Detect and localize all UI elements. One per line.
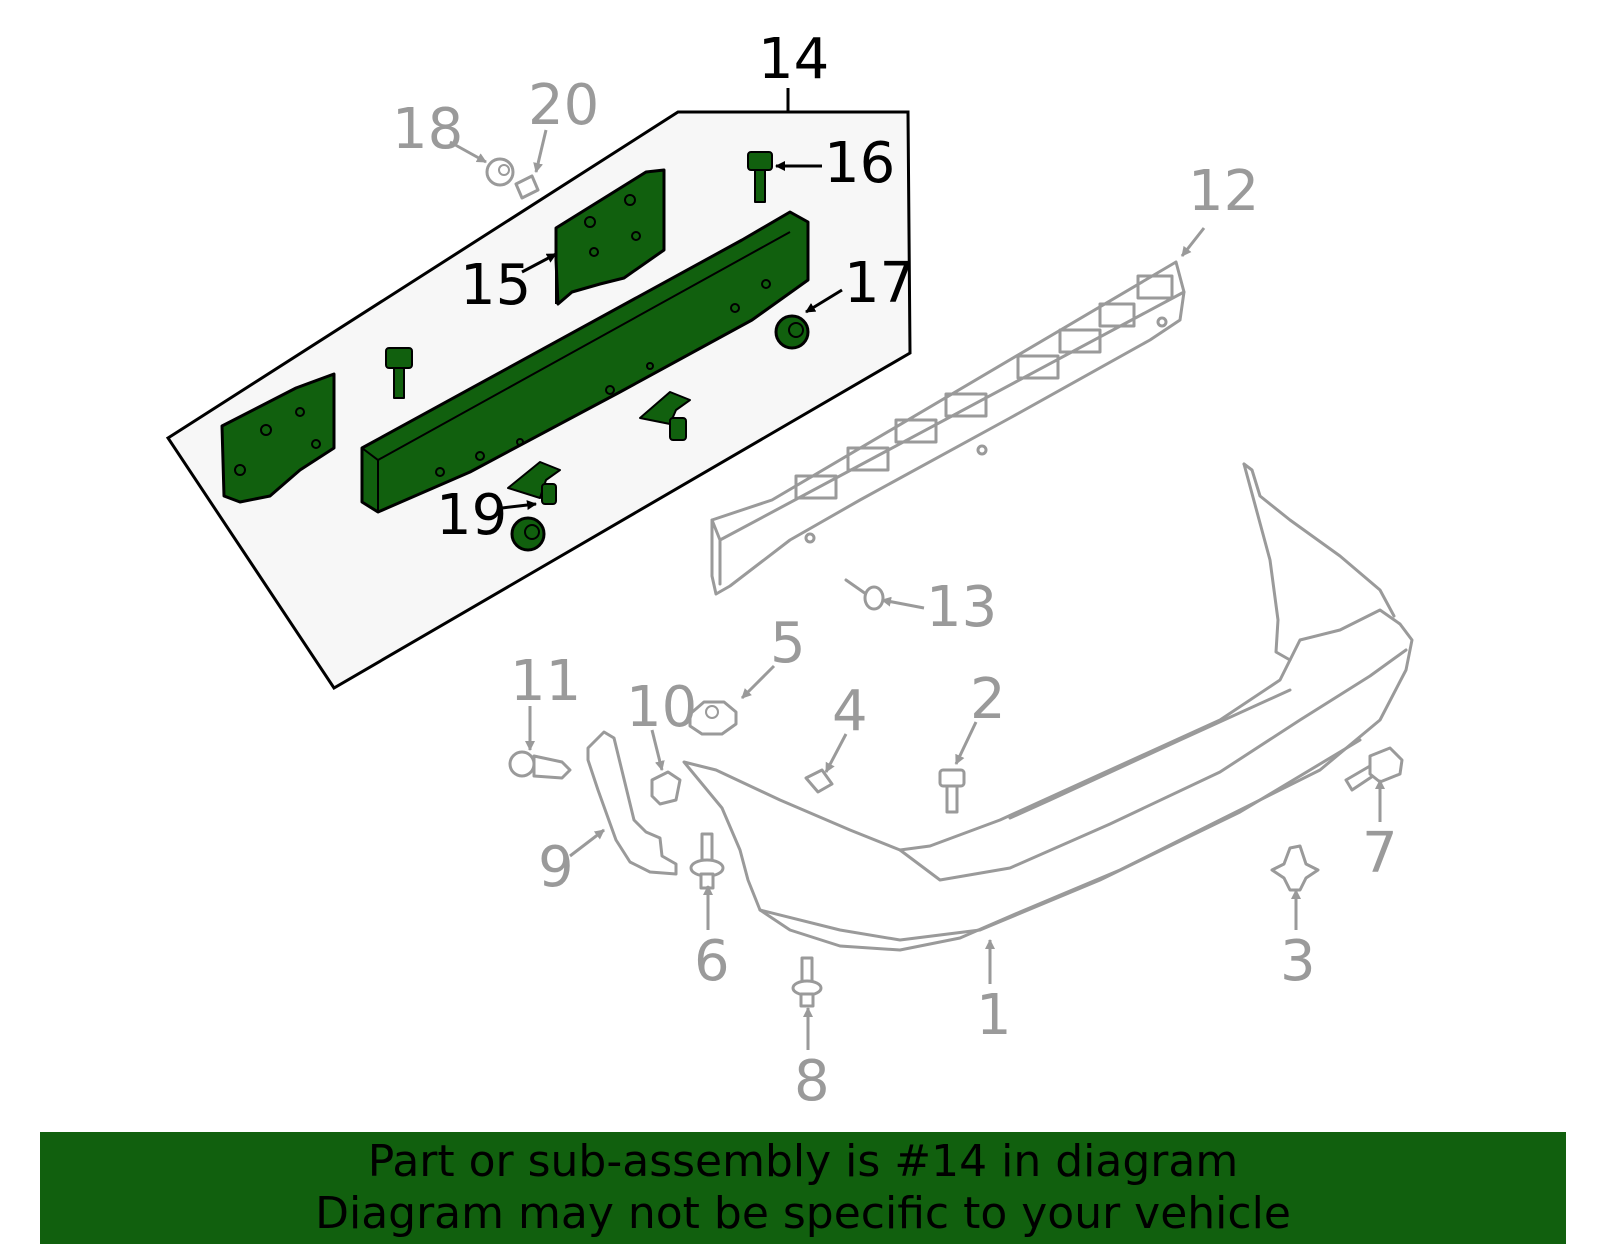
bracket-left-icon	[220, 372, 336, 504]
callout-18: 18	[392, 97, 463, 162]
stud-6-icon	[689, 832, 725, 890]
bumper-cover-1-icon	[682, 462, 1414, 952]
washer-20-icon	[514, 174, 540, 200]
pin-13-icon	[844, 578, 885, 611]
callout-17: 17	[844, 251, 915, 316]
leader-13	[881, 596, 925, 610]
callout-16: 16	[824, 131, 895, 196]
footer-banner: Part or sub-assembly is #14 in diagram D…	[40, 1132, 1566, 1244]
leader-20	[533, 129, 548, 173]
callout-5: 5	[770, 611, 806, 676]
callout-12: 12	[1188, 159, 1259, 224]
nut-5-icon	[688, 700, 738, 736]
callout-6: 6	[694, 929, 730, 994]
bolt-16-icon	[747, 151, 773, 203]
callout-7: 7	[1362, 821, 1398, 886]
callout-15: 15	[460, 253, 531, 318]
bolt-2-icon	[938, 768, 966, 814]
clip-10-icon	[650, 770, 682, 806]
callout-11: 11	[510, 649, 581, 714]
leader-9	[569, 828, 605, 858]
reinforcement-beam	[360, 210, 810, 514]
footer-line-1: Part or sub-assembly is #14 in diagram	[367, 1136, 1239, 1187]
side-bracket-9-icon	[586, 730, 678, 876]
bolt-11-icon	[508, 750, 572, 780]
leader-17	[805, 288, 843, 314]
clip-3-icon	[1270, 844, 1320, 892]
clip-19-icon	[507, 391, 691, 505]
leader-19	[501, 500, 537, 511]
bracket-15-icon	[554, 168, 666, 306]
leader-5	[740, 664, 776, 700]
callout-19: 19	[436, 483, 507, 548]
callout-9: 9	[538, 835, 574, 900]
bolt-mid-icon	[385, 347, 413, 399]
leader-12	[1180, 227, 1206, 257]
nut-17-icon	[774, 314, 810, 350]
energy-absorber-12-icon	[710, 260, 1186, 596]
callout-1: 1	[976, 983, 1012, 1048]
callout-10: 10	[626, 675, 697, 740]
nut-18-icon	[485, 157, 515, 187]
leader-10	[650, 729, 665, 771]
callout-14: 14	[758, 27, 829, 92]
callout-13: 13	[926, 575, 997, 640]
callout-3: 3	[1280, 929, 1316, 994]
leader-18	[449, 140, 487, 164]
bolt-7-icon	[1344, 746, 1404, 792]
leader-2	[954, 721, 978, 765]
callout-2: 2	[970, 667, 1006, 732]
leader-4	[824, 733, 848, 773]
callout-8: 8	[794, 1049, 830, 1114]
nut-lower-icon	[510, 516, 546, 552]
callout-20: 20	[528, 73, 599, 138]
stud-8-icon	[791, 956, 823, 1008]
clip-4-icon	[804, 768, 834, 794]
footer-line-2: Diagram may not be specific to your vehi…	[315, 1188, 1291, 1239]
callout-4: 4	[832, 679, 868, 744]
leader-15	[521, 252, 557, 274]
